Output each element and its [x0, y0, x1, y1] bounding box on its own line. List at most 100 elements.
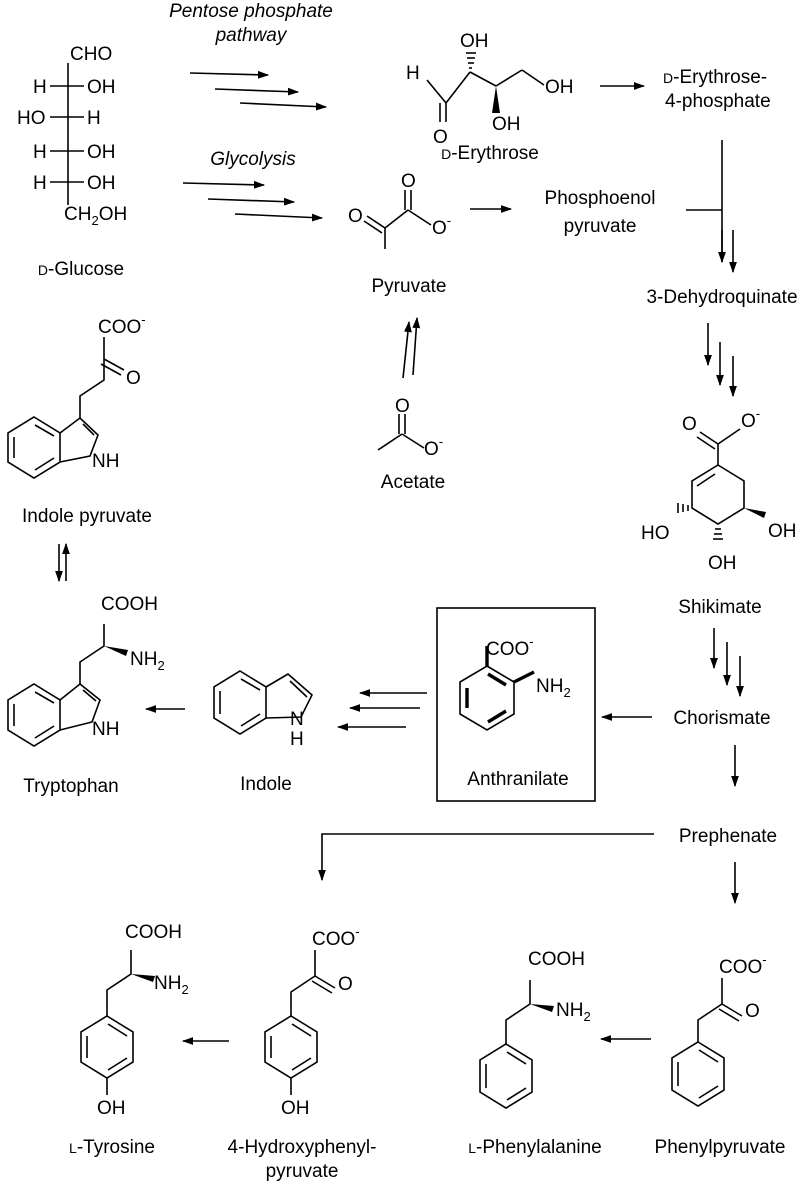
anthranilate-coo: COO-	[486, 634, 534, 660]
indole-pyruvate-double-2	[34, 457, 55, 471]
pentose-arrow-1	[189, 70, 270, 79]
indole-label: Indole	[240, 774, 292, 795]
convergence-arrows	[686, 140, 737, 274]
tyrosine-double-3	[107, 1023, 128, 1037]
hpp-co-2	[311, 980, 333, 994]
tryptophan-double-3	[34, 691, 55, 704]
erythrose-bond-5	[521, 69, 545, 86]
shikimate-ho: HO	[641, 523, 670, 544]
indole-benzene-ring	[213, 670, 267, 735]
indole-pyruvate-benzene-ring	[7, 416, 61, 479]
erythrose-bond-3	[469, 71, 497, 87]
arrow-prephenate-to-hpp	[318, 833, 654, 882]
indole-double-2	[240, 713, 261, 727]
tryptophan-pyrrole-ring	[59, 682, 101, 731]
pyruvate-o-top: O	[401, 171, 416, 192]
hpp-coo: COO-	[312, 924, 360, 950]
pep-label-line1: Phosphoenol	[545, 188, 656, 209]
glycolysis-arrow-1	[182, 180, 266, 189]
erythrose-bond-1	[426, 79, 447, 104]
pentose-arrow-2	[214, 87, 300, 96]
indole-structure: N H Indole	[213, 670, 313, 795]
glucose-oh-c5: OH	[87, 173, 116, 194]
hpp-double-2	[291, 1057, 312, 1071]
shikimate-oh-right: OH	[768, 521, 797, 542]
indole-pyruvate-label: Indole pyruvate	[22, 506, 152, 527]
glycolysis-arrows	[182, 180, 324, 222]
tryptophan-benzene-ring	[7, 683, 61, 747]
acetate-label: Acetate	[381, 472, 445, 493]
phenylpyruvate-side-chain	[697, 978, 723, 1042]
indole-pyrrole-ring	[265, 673, 313, 719]
hpp-label-line1: 4-Hydroxyphenyl-	[228, 1137, 377, 1158]
shikimate-co-2	[696, 436, 716, 450]
indole-pyruvate-double-3	[34, 424, 55, 437]
phenylalanine-wedge	[530, 1004, 554, 1012]
erythrose-bond-4	[495, 69, 523, 87]
pep-node: Phosphoenol pyruvate	[545, 188, 656, 237]
tyrosine-structure: COOH NH2 OH L-Tyrosine	[69, 922, 189, 1158]
arrow-acetate-to-pyruvate-2	[412, 316, 421, 376]
dehydroquinate-label: 3-Dehydroquinate	[646, 287, 797, 308]
pentose-arrow-3	[239, 102, 328, 111]
shikimate-o-minus: O-	[741, 406, 760, 432]
acetate-c-ominus	[401, 433, 425, 449]
chorismate-label: Chorismate	[673, 708, 770, 729]
glucose-oh-c4: OH	[87, 142, 116, 163]
tryptophan-cooh: COOH	[101, 594, 158, 615]
erythrose-o: O	[433, 127, 448, 148]
tyrosine-ring	[80, 1015, 134, 1079]
pyruvate-o-left: O	[348, 206, 363, 227]
tryptophan-side-chain	[79, 624, 105, 684]
acetate-o-minus: O-	[424, 434, 443, 460]
glycolysis-label: Glycolysis	[210, 149, 296, 170]
hpp-co-1	[314, 975, 336, 989]
indole-pyruvate-coo: COO-	[98, 312, 146, 338]
tyrosine-label: L-Tyrosine	[69, 1137, 155, 1158]
erythrose-h: H	[406, 63, 420, 84]
phenylalanine-ring	[479, 1043, 533, 1109]
tryptophan-nh: NH	[92, 719, 119, 740]
phenylpyruvate-structure: COO- O Phenylpyruvate	[655, 952, 786, 1158]
pyruvate-co-1	[366, 215, 386, 229]
glucose-ho-c3: HO	[17, 108, 46, 129]
indole-pyruvate-side-chain	[79, 345, 105, 418]
phenylpyruvate-double-3	[698, 1049, 719, 1063]
e4p-label-line1: D-Erythrose-	[663, 67, 767, 88]
shikimate-label: Shikimate	[678, 597, 761, 618]
erythrose-hash-bond	[466, 52, 476, 69]
acetate-structure: O O- Acetate	[377, 396, 445, 493]
glucose-cho: CHO	[70, 44, 112, 65]
anthranilate-nh2: NH2	[536, 676, 571, 700]
anthranilate-label: Anthranilate	[467, 769, 568, 790]
phenylpyruvate-coo: COO-	[719, 952, 767, 978]
indole-pyrrole-double	[289, 680, 308, 698]
phenylalanine-double-3	[506, 1051, 527, 1065]
erythrose-oh-top: OH	[460, 31, 489, 52]
indole-pyruvate-nh: NH	[92, 451, 119, 472]
tyrosine-oh: OH	[97, 1098, 126, 1119]
shikimate-structure: O O- HO OH OH Shikimate	[641, 406, 797, 618]
pyruvate-label: Pyruvate	[372, 276, 447, 297]
hpp-side-chain	[290, 950, 316, 1016]
pentose-arrows	[189, 70, 328, 111]
acetate-o-top: O	[395, 396, 410, 417]
acetate-ch3-bond	[377, 433, 403, 451]
phenylpyruvate-co-2	[718, 1008, 740, 1022]
route-labels: Pentose phosphate pathway Glycolysis	[169, 1, 333, 170]
shikimate-ring	[691, 464, 745, 525]
indole-n: N	[290, 709, 304, 730]
phenylpyruvate-ring	[671, 1041, 725, 1107]
shikimate-oh-bottom: OH	[708, 553, 737, 574]
shikimate-o: O	[682, 414, 697, 435]
pyruvate-c1-c2	[384, 209, 409, 229]
tryptophan-double-2	[34, 725, 55, 739]
pyruvate-co-2	[363, 220, 383, 234]
anthranilate-nh2-bond	[513, 670, 535, 684]
tyrosine-double-2	[107, 1057, 128, 1071]
anthranilate-box: COO- NH2 Anthranilate	[436, 607, 596, 802]
arrows-to-indole	[336, 689, 427, 731]
shikimate-ring-double	[696, 473, 716, 487]
hpp-oh: OH	[281, 1098, 310, 1119]
phenylalanine-structure: COOH NH2 L-Phenylalanine	[468, 949, 602, 1158]
